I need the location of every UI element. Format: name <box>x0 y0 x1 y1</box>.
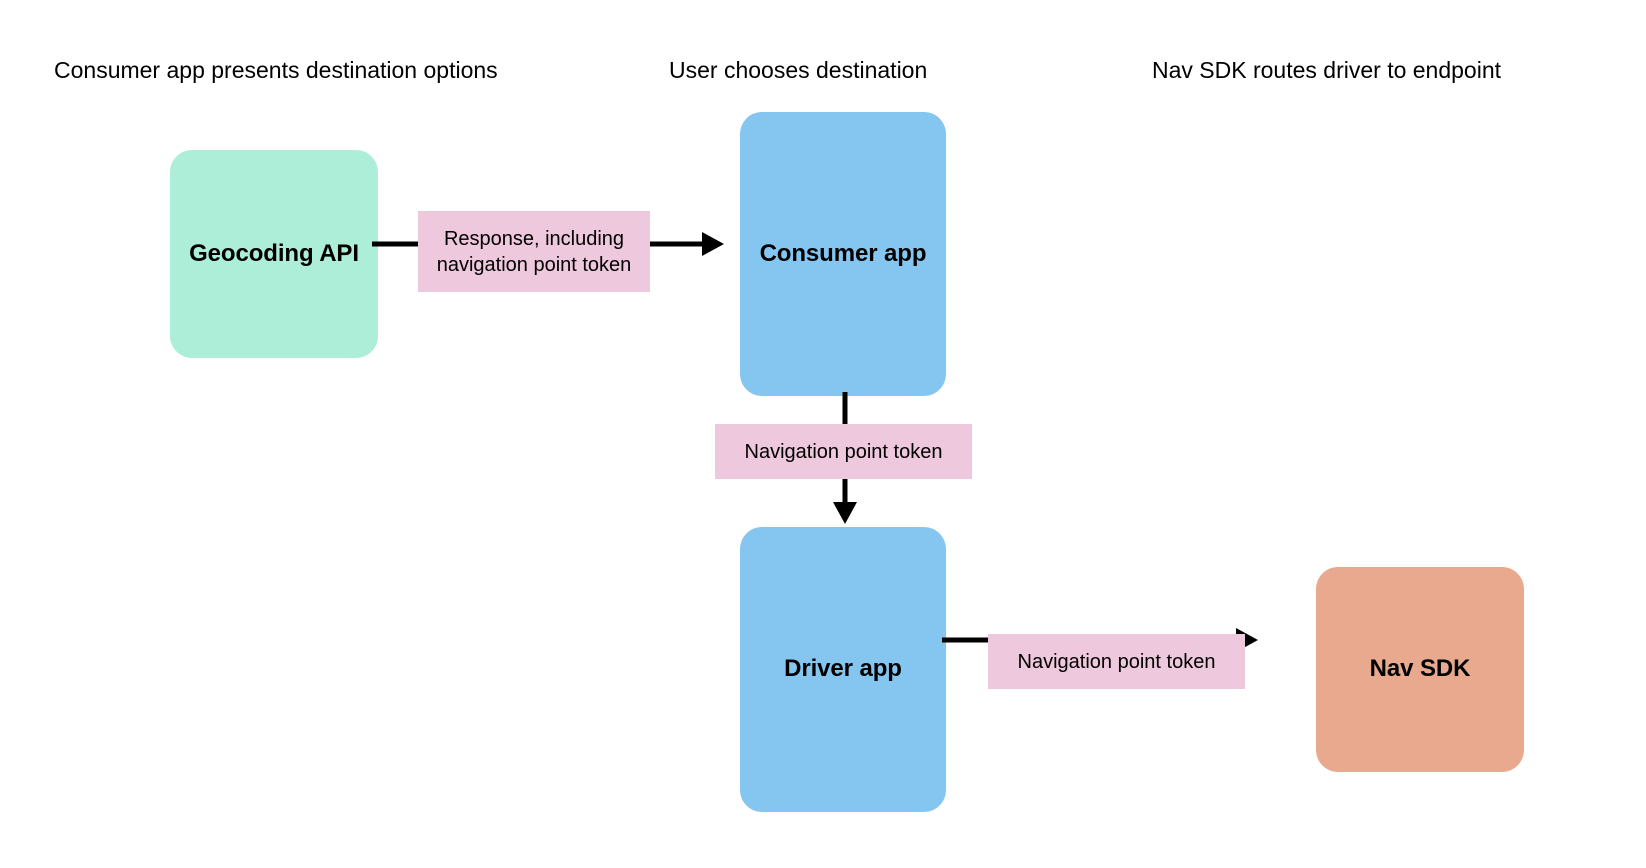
edge-label-response-text: Response, including navigation point tok… <box>436 227 632 276</box>
caption-user-chooses-destination: User chooses destination <box>669 57 928 83</box>
node-nav-sdk[interactable]: Nav SDK <box>1316 567 1524 772</box>
node-driver-app[interactable]: Driver app <box>740 527 946 812</box>
node-consumer-app-label: Consumer app <box>759 239 927 267</box>
caption-nav-sdk-routes-driver-to-endpoint: Nav SDK routes driver to endpoint <box>1152 57 1502 83</box>
node-geocoding-api[interactable]: Geocoding API <box>170 150 378 358</box>
edge-label-navigation-point-token-vertical-text: Navigation point token <box>744 440 943 463</box>
edge-label-navigation-point-token-horizontal: Navigation point token <box>988 634 1245 689</box>
node-driver-app-label: Driver app <box>784 655 902 683</box>
node-geocoding-api-label: Geocoding API <box>189 239 359 267</box>
node-nav-sdk-label: Nav SDK <box>1369 655 1471 683</box>
caption-consumer-app-presents-destination-options: Consumer app presents destination option… <box>54 57 498 83</box>
edge-label-navigation-point-token-vertical: Navigation point token <box>715 424 972 479</box>
edge-label-navigation-point-token-horizontal-text: Navigation point token <box>1017 650 1216 673</box>
edge-label-response-including-navigation-point-token: Response, including navigation point tok… <box>418 211 650 292</box>
node-consumer-app[interactable]: Consumer app <box>740 112 946 396</box>
